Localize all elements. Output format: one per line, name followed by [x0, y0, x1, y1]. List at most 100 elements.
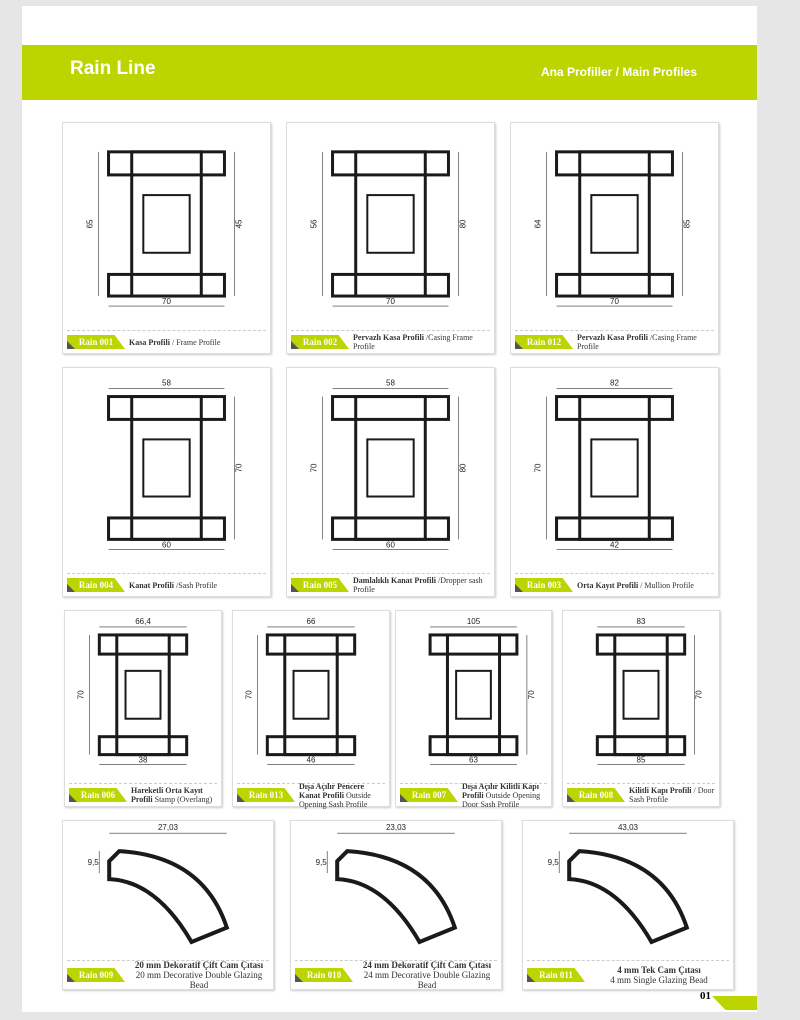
bead-shape — [107, 849, 230, 945]
profile-title: Kanat Profili /Sash Profile — [129, 581, 217, 590]
title-en: Stamp (Overlang) — [154, 795, 213, 804]
dimension-left: 70 — [534, 463, 543, 472]
title-en: Outside Opening Sash Profile — [299, 790, 371, 809]
title-en: /Casing Frame Profile — [577, 333, 697, 351]
dimension-left: 65 — [86, 219, 95, 228]
dimension-bottom: 60 — [162, 540, 171, 549]
profile-code-tag: Rain 002 — [291, 335, 349, 349]
profile-top — [595, 633, 687, 656]
profile-top — [265, 633, 357, 656]
profile-base — [428, 735, 519, 757]
title-tr: Pervazlı Kasa Profili — [353, 333, 424, 342]
dimension-bottom: 46 — [307, 756, 316, 765]
profile-code-tag: Rain 004 — [67, 578, 125, 592]
profile-chamber — [142, 438, 191, 498]
dimension-left: 70 — [244, 690, 253, 699]
profile-title: Hareketli Orta Kayıt Profili Stamp (Over… — [131, 786, 217, 804]
title-tr: Dışa Açılır Pencere Kanat Profili — [299, 781, 365, 800]
dimension-bottom: 70 — [610, 297, 619, 306]
dimension-left: 9,5 — [548, 858, 560, 867]
profile-drawing: 27,039,5 — [88, 823, 230, 945]
profile-base — [265, 735, 357, 757]
dimension-right: 70 — [527, 690, 536, 699]
title-tr: Kasa Profili — [129, 337, 170, 347]
profile-code-tag: Rain 013 — [237, 788, 295, 802]
profile-base — [555, 516, 674, 541]
profile-top — [107, 395, 226, 421]
dimension-bottom: 85 — [637, 756, 646, 765]
profile-top — [555, 150, 674, 177]
profile-base — [107, 272, 226, 298]
dimension-bottom: 63 — [469, 756, 478, 765]
profile-caption: Rain 006 Hareketli Orta Kayıt Profili Sta… — [69, 783, 217, 806]
profile-chamber — [366, 194, 415, 254]
profile-title: Kasa Profili / Frame Profile — [129, 338, 220, 347]
page-tab — [712, 996, 757, 1010]
title-en: /Casing Frame Profile — [353, 333, 473, 351]
dimension-left: 70 — [76, 690, 85, 699]
profile-base — [595, 735, 687, 757]
dimension-right: 80 — [458, 463, 467, 472]
profile-caption: Rain 002 Pervazlı Kasa Profili /Casing Fr… — [291, 330, 490, 353]
dimension-top: 83 — [637, 617, 646, 626]
dimension-right: 70 — [695, 690, 704, 699]
profile-chamber — [590, 194, 639, 254]
profile-title: Pervazlı Kasa Profili /Casing Frame Prof… — [577, 333, 714, 351]
title-tr: Kilitli Kapı Profili — [629, 786, 692, 795]
dimension-top: 66 — [307, 617, 316, 626]
profile-caption: Rain 007 Dışa Açılır Kilitli Kapı Profili… — [400, 782, 547, 809]
header-band: Rain Line Ana Profiller / Main Profiles — [22, 45, 757, 100]
dimension-left: 70 — [310, 463, 319, 472]
dimension-top: 58 — [162, 379, 171, 388]
profile-code-tag: Rain 012 — [515, 335, 573, 349]
title-en: 4 mm Single Glazing Bead — [610, 975, 708, 985]
profile-chamber — [455, 669, 492, 720]
profile-caption: Rain 004 Kanat Profili /Sash Profile — [67, 573, 266, 596]
title-tr: 4 mm Tek Cam Çıtası — [617, 965, 701, 975]
profile-code-tag: Rain 005 — [291, 578, 349, 592]
bead-shape — [335, 849, 458, 945]
profile-caption: Rain 013 Dışa Açılır Pencere Kanat Profil… — [237, 781, 385, 809]
dimension-top: 105 — [467, 617, 481, 626]
dimension-top: 82 — [610, 379, 619, 388]
title-en: /Sash Profile — [175, 580, 218, 590]
profile-base — [555, 272, 674, 298]
profile-chamber — [622, 669, 660, 720]
profile-drawing: 66 46 70 — [244, 617, 357, 765]
dimension-bottom: 70 — [162, 297, 171, 306]
profile-title: Dışa Açılır Kilitli Kapı Profili Outside… — [462, 782, 547, 809]
profile-drawing: 43,03 9,5 — [548, 823, 690, 945]
profile-code-tag: Rain 006 — [69, 788, 127, 802]
profile-code-tag: Rain 007 — [400, 788, 458, 802]
profile-base — [331, 272, 450, 298]
dimension-left: 56 — [310, 219, 319, 228]
profile-chamber — [366, 438, 415, 498]
page-number: 01 — [700, 990, 711, 1002]
title-en: 24 mm Decorative Double Glazing Bead — [363, 970, 491, 990]
profile-title: Kilitli Kapı Profili / Door Sash Profile — [629, 786, 715, 804]
dimension-top: 23,03 — [386, 823, 407, 832]
title-tr: Dışa Açılır Kilitli Kapı Profili — [462, 781, 539, 800]
profile-caption: Rain 012 Pervazlı Kasa Profili /Casing Fr… — [515, 330, 714, 353]
dimension-left: 9,5 — [316, 858, 328, 867]
dimension-right: 45 — [234, 219, 243, 228]
title-tr: Kanat Profili — [129, 580, 174, 590]
profile-top — [428, 633, 519, 656]
profile-drawing: 70 65 45 — [86, 150, 243, 307]
dimension-top: 43,03 — [618, 823, 639, 832]
